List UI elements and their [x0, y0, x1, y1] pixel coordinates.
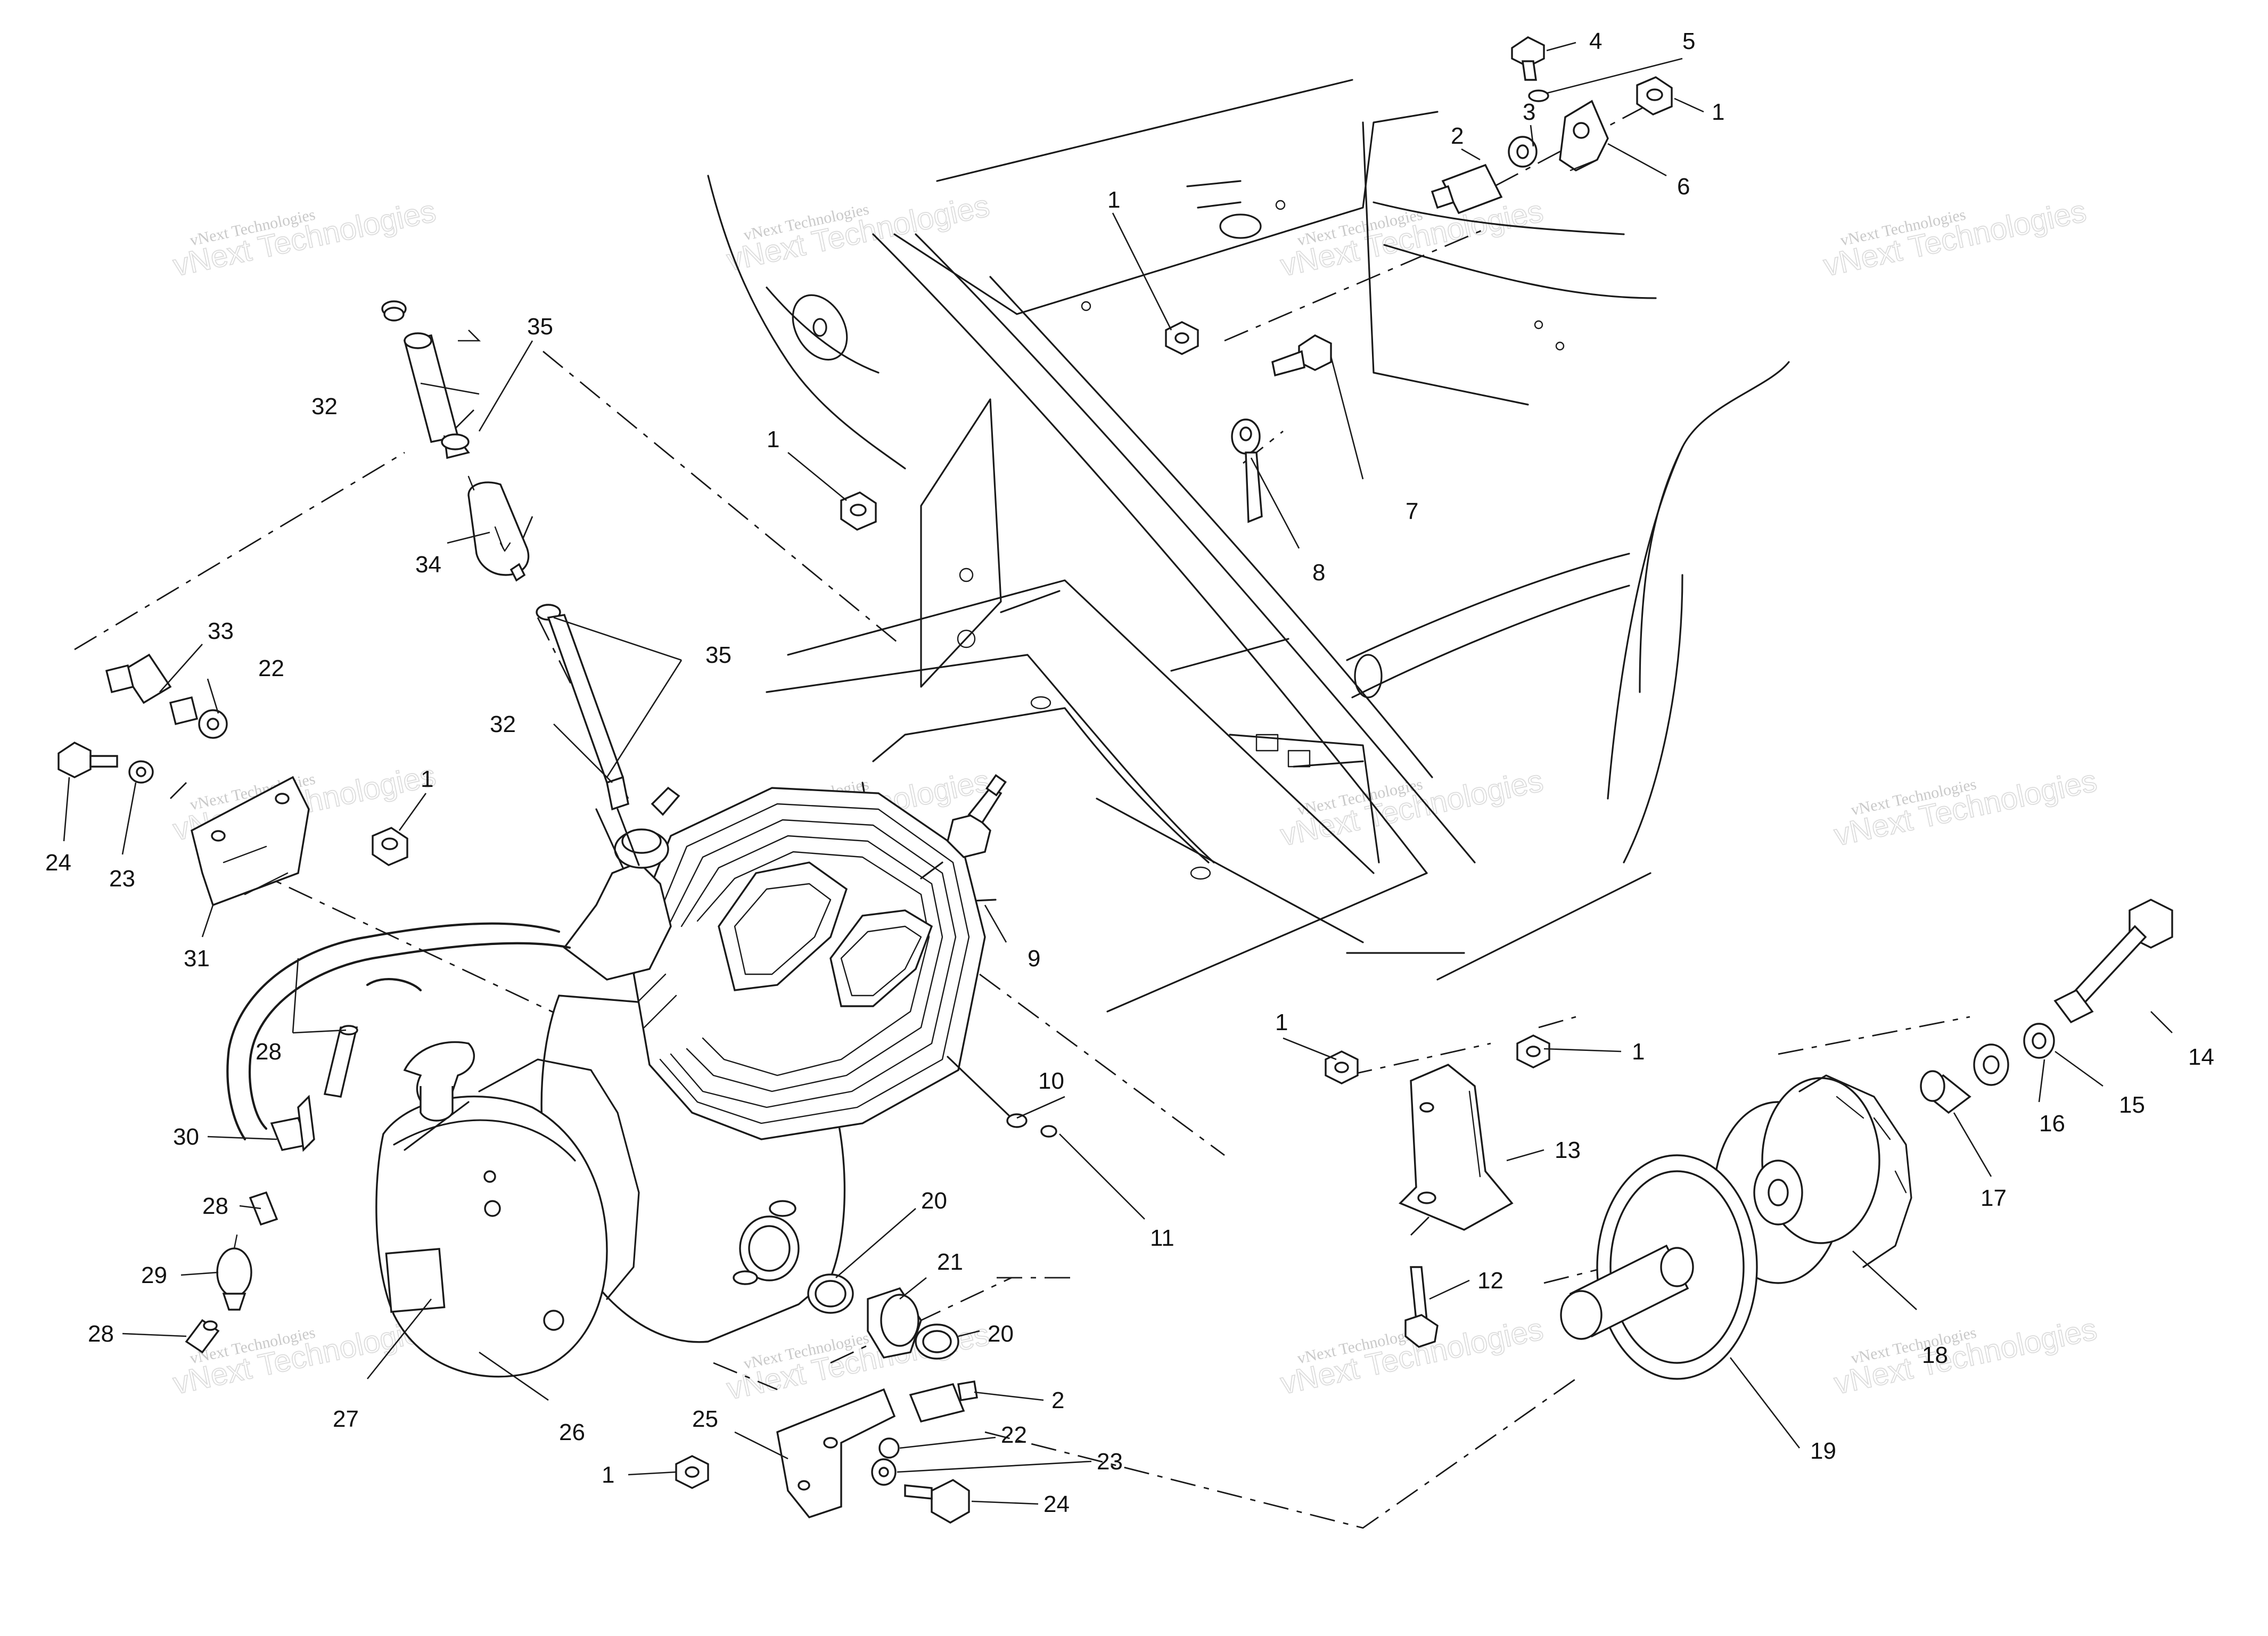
- leader-lines: [63, 42, 2173, 1505]
- callout-label: 35: [527, 314, 553, 340]
- callout-label: 7: [1406, 498, 1418, 524]
- clutch-and-mount-assembly: [1325, 899, 2173, 1380]
- callout-label: 4: [1589, 28, 1602, 54]
- callout-label: 32: [311, 393, 338, 420]
- callout-label: 28: [256, 1039, 282, 1065]
- callout-label: 1: [1712, 99, 1724, 125]
- callout-label: 9: [1028, 946, 1040, 972]
- callout-label: 31: [184, 946, 210, 972]
- callout-label: 20: [921, 1188, 947, 1214]
- callout-label: 20: [988, 1321, 1014, 1347]
- engine-assembly: [375, 774, 1057, 1378]
- callout-label: 28: [88, 1321, 114, 1347]
- watermark: vNext Technologies vNext Technologies: [170, 193, 439, 284]
- callout-label: 18: [1922, 1342, 1948, 1368]
- fuel-line-assembly: [57, 300, 629, 1354]
- callout-label: 17: [1981, 1185, 2007, 1211]
- watermark: vNext Technologies vNext Technologies: [1277, 193, 1547, 284]
- watermark: vNext Technologies vNext Technologies: [1831, 763, 2100, 853]
- callout-label: 30: [173, 1124, 199, 1150]
- callout-label: 23: [1097, 1449, 1123, 1475]
- callout-label: 28: [202, 1193, 228, 1219]
- callout-label: 19: [1810, 1438, 1836, 1464]
- callout-label: 2: [1451, 123, 1464, 149]
- watermark: vNext Technologies vNext Technologies: [1831, 1311, 2100, 1402]
- callout-label: 27: [333, 1406, 359, 1432]
- callout-label: 1: [421, 766, 433, 792]
- callout-label: 22: [1001, 1422, 1027, 1448]
- callout-label: 1: [1107, 187, 1120, 213]
- callout-labels: 4 5 1 3 2 6 1 35 32 1 7 8 34 33 35 22 32…: [45, 28, 2214, 1517]
- lower-bracket-hardware: [675, 1273, 978, 1524]
- callout-label: 6: [1677, 174, 1690, 200]
- callout-label: 29: [141, 1262, 167, 1288]
- callout-label: 8: [1312, 560, 1325, 586]
- watermark: vNext Technologies vNext Technologies: [1820, 193, 2090, 284]
- callout-label: 25: [692, 1406, 718, 1432]
- upper-mount-hardware: [840, 36, 1673, 531]
- callout-label: 15: [2119, 1092, 2145, 1118]
- center-lines: [74, 105, 1970, 1529]
- callout-label: 13: [1555, 1137, 1581, 1163]
- callout-label: 16: [2039, 1111, 2065, 1137]
- callout-label: 24: [45, 850, 71, 876]
- callout-label: 1: [767, 426, 779, 453]
- callout-label: 33: [208, 618, 234, 644]
- watermark: vNext Technologies vNext Technologies: [1277, 763, 1547, 853]
- callout-label: 35: [705, 642, 732, 668]
- callout-label: 12: [1477, 1268, 1503, 1294]
- callout-label: 23: [109, 866, 135, 892]
- callout-label: 1: [602, 1462, 614, 1488]
- callout-label: 1: [1275, 1009, 1288, 1035]
- callout-label: 34: [415, 552, 441, 578]
- callout-label: 22: [258, 655, 284, 681]
- callout-label: 1: [1632, 1039, 1645, 1065]
- callout-label: 14: [2188, 1044, 2214, 1070]
- callout-label: 2: [1051, 1387, 1064, 1413]
- callout-label: 11: [1150, 1225, 1174, 1251]
- watermark: vNext Technologies vNext Technologies: [1277, 1311, 1547, 1402]
- callout-label: 21: [937, 1249, 963, 1275]
- callout-label: 24: [1043, 1491, 1070, 1517]
- callout-label: 10: [1038, 1068, 1064, 1094]
- callout-label: 3: [1523, 99, 1535, 125]
- chassis-frame: [707, 79, 1790, 1013]
- callout-label: 5: [1682, 28, 1695, 54]
- callout-label: 26: [559, 1419, 585, 1445]
- callout-label: 32: [490, 711, 516, 737]
- watermark: vNext Technologies vNext Technologies: [724, 188, 993, 278]
